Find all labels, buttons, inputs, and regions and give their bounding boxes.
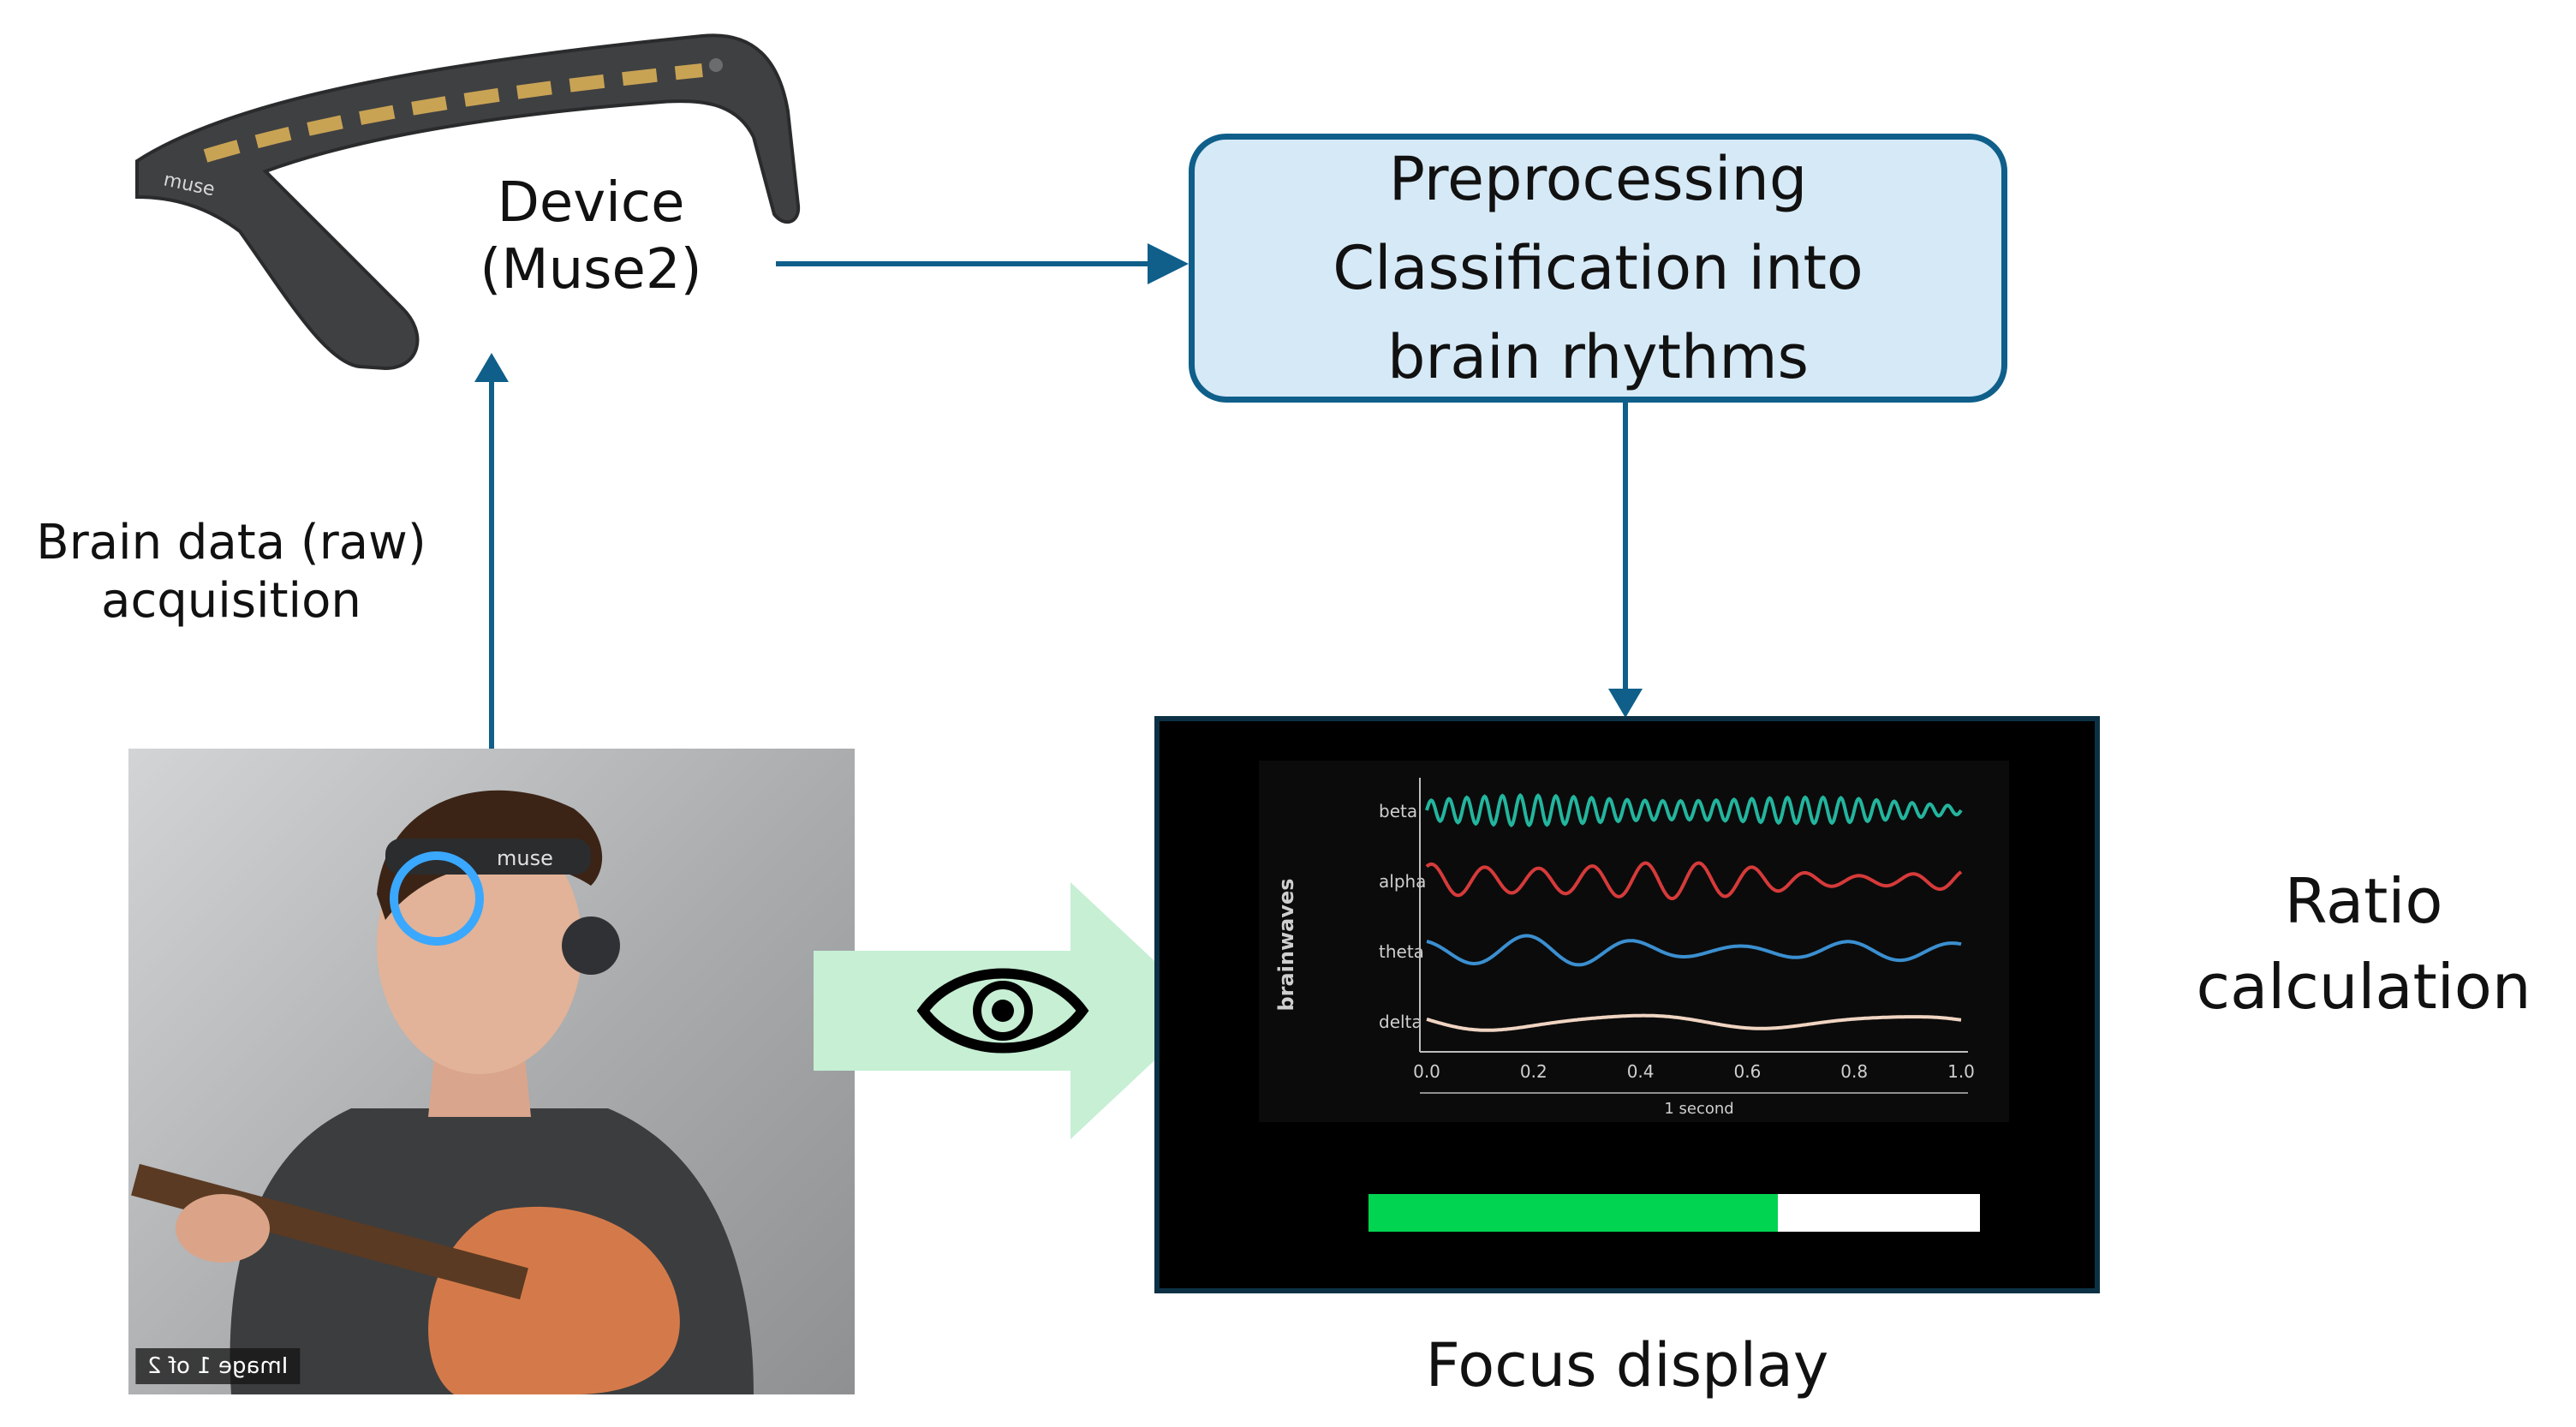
x-tick-label: 0.0 — [1413, 1061, 1440, 1082]
device-label-line-2: (Muse2) — [480, 238, 702, 302]
processing-line-2: Classification into — [1333, 233, 1863, 303]
series-line-delta — [1426, 1013, 1962, 1032]
focus-progress-fill — [1368, 1194, 1779, 1232]
headband-sensor-strip — [203, 63, 703, 163]
photo-headband — [385, 839, 591, 875]
brainwave-chart: brainwaves beta alpha theta delta 0.0 0.2 0.4… — [1259, 761, 2009, 1122]
processing-line-3: brain rhythms — [1387, 322, 1809, 392]
series-label-theta: theta — [1379, 941, 1424, 962]
arrowhead-processing — [1148, 243, 1189, 284]
guitarist-illustration: muse — [131, 790, 754, 1394]
headphone-right — [562, 917, 620, 975]
headband-button — [709, 58, 723, 72]
chart-xlabel: 1 second — [1664, 1100, 1733, 1118]
acquisition-label: Brain data (raw) acquisition — [9, 514, 454, 631]
photo-caption: Image 1 of 2 — [135, 1348, 301, 1384]
eye-icon — [916, 968, 1089, 1054]
series-label-beta: beta — [1379, 801, 1417, 821]
focus-progress-bar — [1368, 1194, 1980, 1232]
muse-headband-image: muse — [135, 33, 801, 371]
ratio-label: Ratio calculation — [2158, 858, 2569, 1030]
series-line-alpha — [1425, 861, 1963, 900]
focus-display-label: Focus display — [1425, 1330, 1829, 1400]
x-tick-label: 1.0 — [1947, 1061, 1975, 1082]
series-label-delta: delta — [1379, 1012, 1422, 1032]
series-line-beta — [1425, 792, 1963, 827]
processing-line-1: Preprocessing — [1388, 144, 1808, 214]
x-tick-label: 0.6 — [1733, 1061, 1761, 1082]
guitar-body — [428, 1206, 680, 1394]
acquisition-label-line-2: acquisition — [101, 573, 361, 630]
processing-box: Preprocessing Classification into brain … — [1189, 134, 2007, 403]
ratio-label-line-2: calculation — [2196, 951, 2531, 1023]
chart-ylabel: brainwaves — [1274, 878, 1298, 1011]
x-tick-label: 0.8 — [1840, 1061, 1868, 1082]
arrowhead-device — [474, 353, 509, 382]
guitar-hand — [176, 1194, 270, 1263]
ratio-label-line-1: Ratio — [2284, 865, 2443, 937]
headband-body — [135, 33, 801, 371]
device-label: Device (Muse2) — [462, 170, 719, 303]
chart-series-group: beta alpha theta delta — [1379, 792, 1963, 1032]
device-label-line-1: Device — [497, 171, 685, 235]
x-tick-label: 0.2 — [1520, 1061, 1547, 1082]
series-line-theta — [1426, 934, 1962, 967]
x-tick-label: 0.4 — [1627, 1061, 1655, 1082]
viewing-arrow — [814, 882, 1208, 1139]
headphone-left — [390, 851, 484, 946]
series-label-alpha: alpha — [1379, 871, 1426, 892]
guitarist-photo: muse Image 1 of 2 — [128, 749, 855, 1394]
chart-x-axis: 0.0 0.2 0.4 0.6 0.8 1.0 — [1413, 778, 1975, 1094]
arrowhead-display — [1608, 689, 1643, 718]
photo-headband-text: muse — [497, 846, 553, 870]
acquisition-label-line-1: Brain data (raw) — [36, 515, 426, 570]
